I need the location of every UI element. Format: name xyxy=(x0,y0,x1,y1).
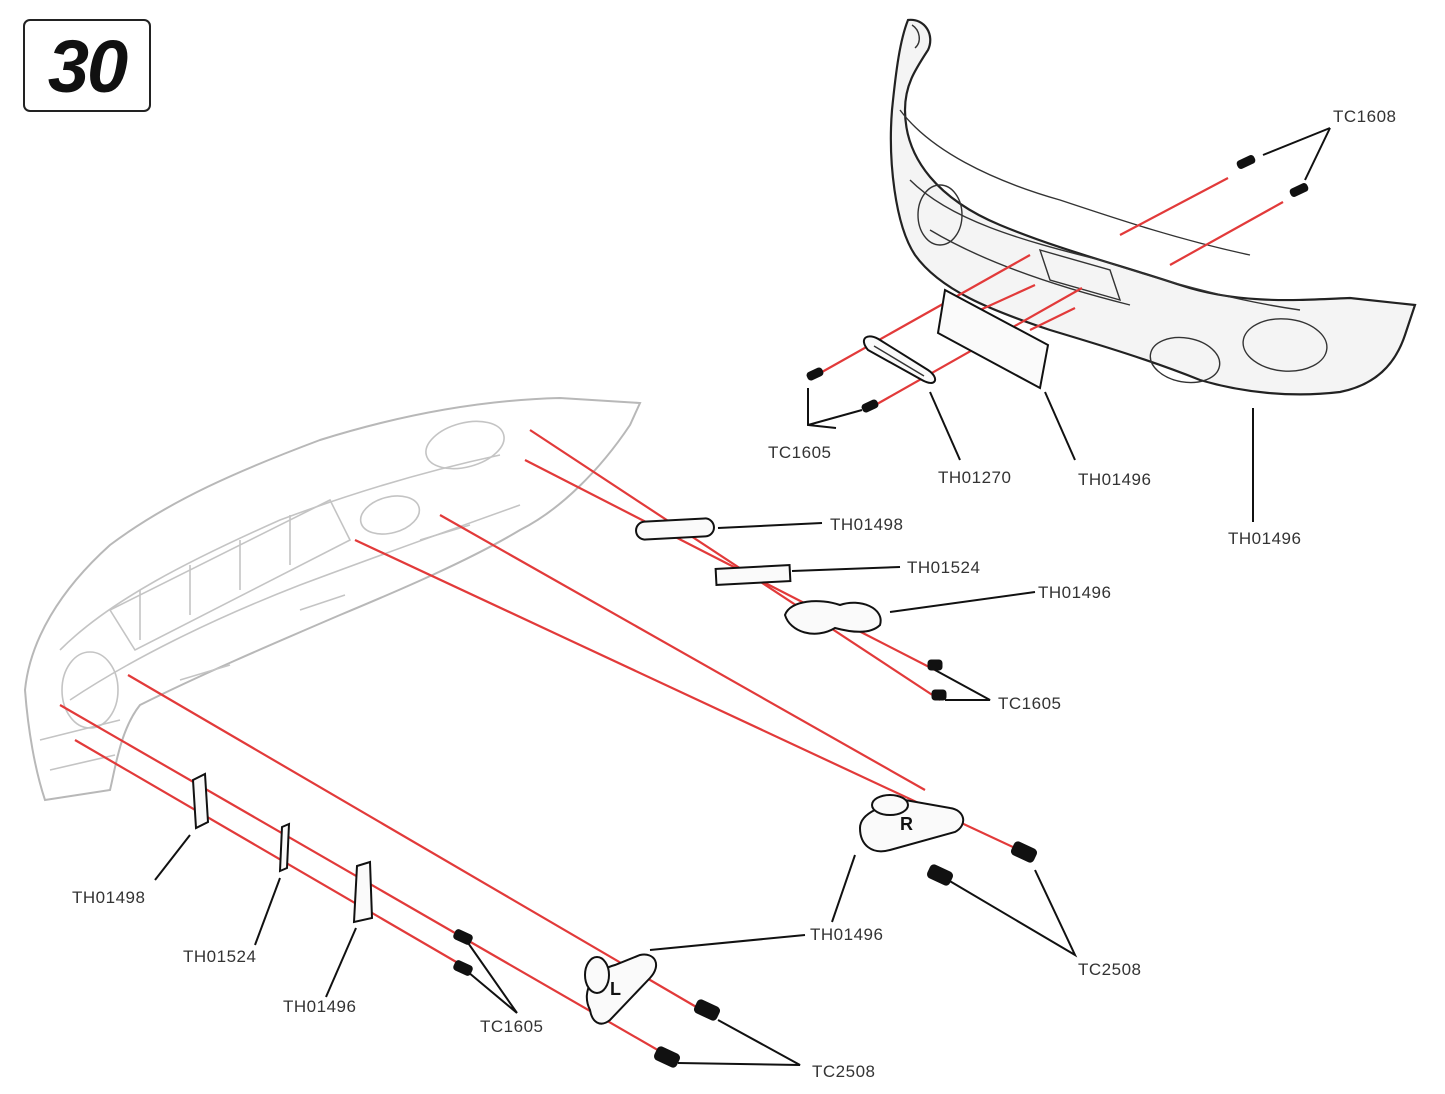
mount-bracket-left: L xyxy=(584,953,721,1068)
label-th01496-mount: TH01496 xyxy=(810,925,883,944)
label-th01496-bumper: TH01496 xyxy=(1228,529,1301,548)
license-plate xyxy=(936,288,1050,390)
screw-tc1608-a xyxy=(1236,155,1256,169)
label-th01498-right: TH01498 xyxy=(830,515,903,534)
label-th01270: TH01270 xyxy=(938,468,1011,487)
step-number-box: 30 xyxy=(23,19,151,112)
screw-tc1605-left-a xyxy=(453,929,473,945)
screw-tc1605-left-b xyxy=(453,960,473,976)
top-right-parts xyxy=(806,155,1309,413)
left-small-parts xyxy=(191,772,473,976)
screw-tc1605-right-a xyxy=(927,659,943,671)
mount-bracket-right: R xyxy=(858,794,1038,886)
trim-strip-right xyxy=(714,564,792,586)
label-tc1605-top: TC1605 xyxy=(768,443,831,462)
step-number: 30 xyxy=(47,24,128,108)
label-tc1605-right: TC1605 xyxy=(998,694,1061,713)
label-tc1605-left: TC1605 xyxy=(480,1017,543,1036)
label-th01498-left: TH01498 xyxy=(72,888,145,907)
part-labels: TC1608 TC1605 TH01270 TH01496 TH01496 TH… xyxy=(72,107,1396,1081)
screw-tc2508-left-a xyxy=(693,999,721,1021)
grille-insert-right xyxy=(635,517,715,541)
label-tc2508-right: TC2508 xyxy=(1078,960,1141,979)
mount-bracket-top-right xyxy=(783,600,882,635)
label-tc2508-left: TC2508 xyxy=(812,1062,875,1081)
label-th01496-left-clip: TH01496 xyxy=(283,997,356,1016)
screw-tc2508-right-a xyxy=(1010,841,1038,863)
trim-strip-left xyxy=(278,822,291,873)
license-plate-frame xyxy=(862,335,937,384)
screw-tc1605-top-a xyxy=(806,367,824,381)
ghost-bumper-assembly xyxy=(23,396,642,802)
bracket-mark-l: L xyxy=(610,979,622,999)
bracket-mark-r: R xyxy=(900,814,914,834)
label-th01524-left: TH01524 xyxy=(183,947,256,966)
label-th01496-bracket-right: TH01496 xyxy=(1038,583,1111,602)
screw-tc2508-left-b xyxy=(653,1046,681,1068)
screw-tc2508-right-b xyxy=(926,864,954,886)
label-th01524-right: TH01524 xyxy=(907,558,980,577)
screw-tc1605-top-b xyxy=(861,399,879,413)
screw-tc1605-right-b xyxy=(931,689,947,701)
clip-bracket-left xyxy=(352,860,374,924)
front-bumper-assembly xyxy=(889,18,1417,396)
label-tc1608-top: TC1608 xyxy=(1333,107,1396,126)
screw-tc1608-b xyxy=(1289,183,1309,197)
leader-lines xyxy=(154,127,1331,1066)
right-middle-parts xyxy=(635,517,947,701)
label-th01496-plate: TH01496 xyxy=(1078,470,1151,489)
grille-insert-left xyxy=(191,772,210,830)
